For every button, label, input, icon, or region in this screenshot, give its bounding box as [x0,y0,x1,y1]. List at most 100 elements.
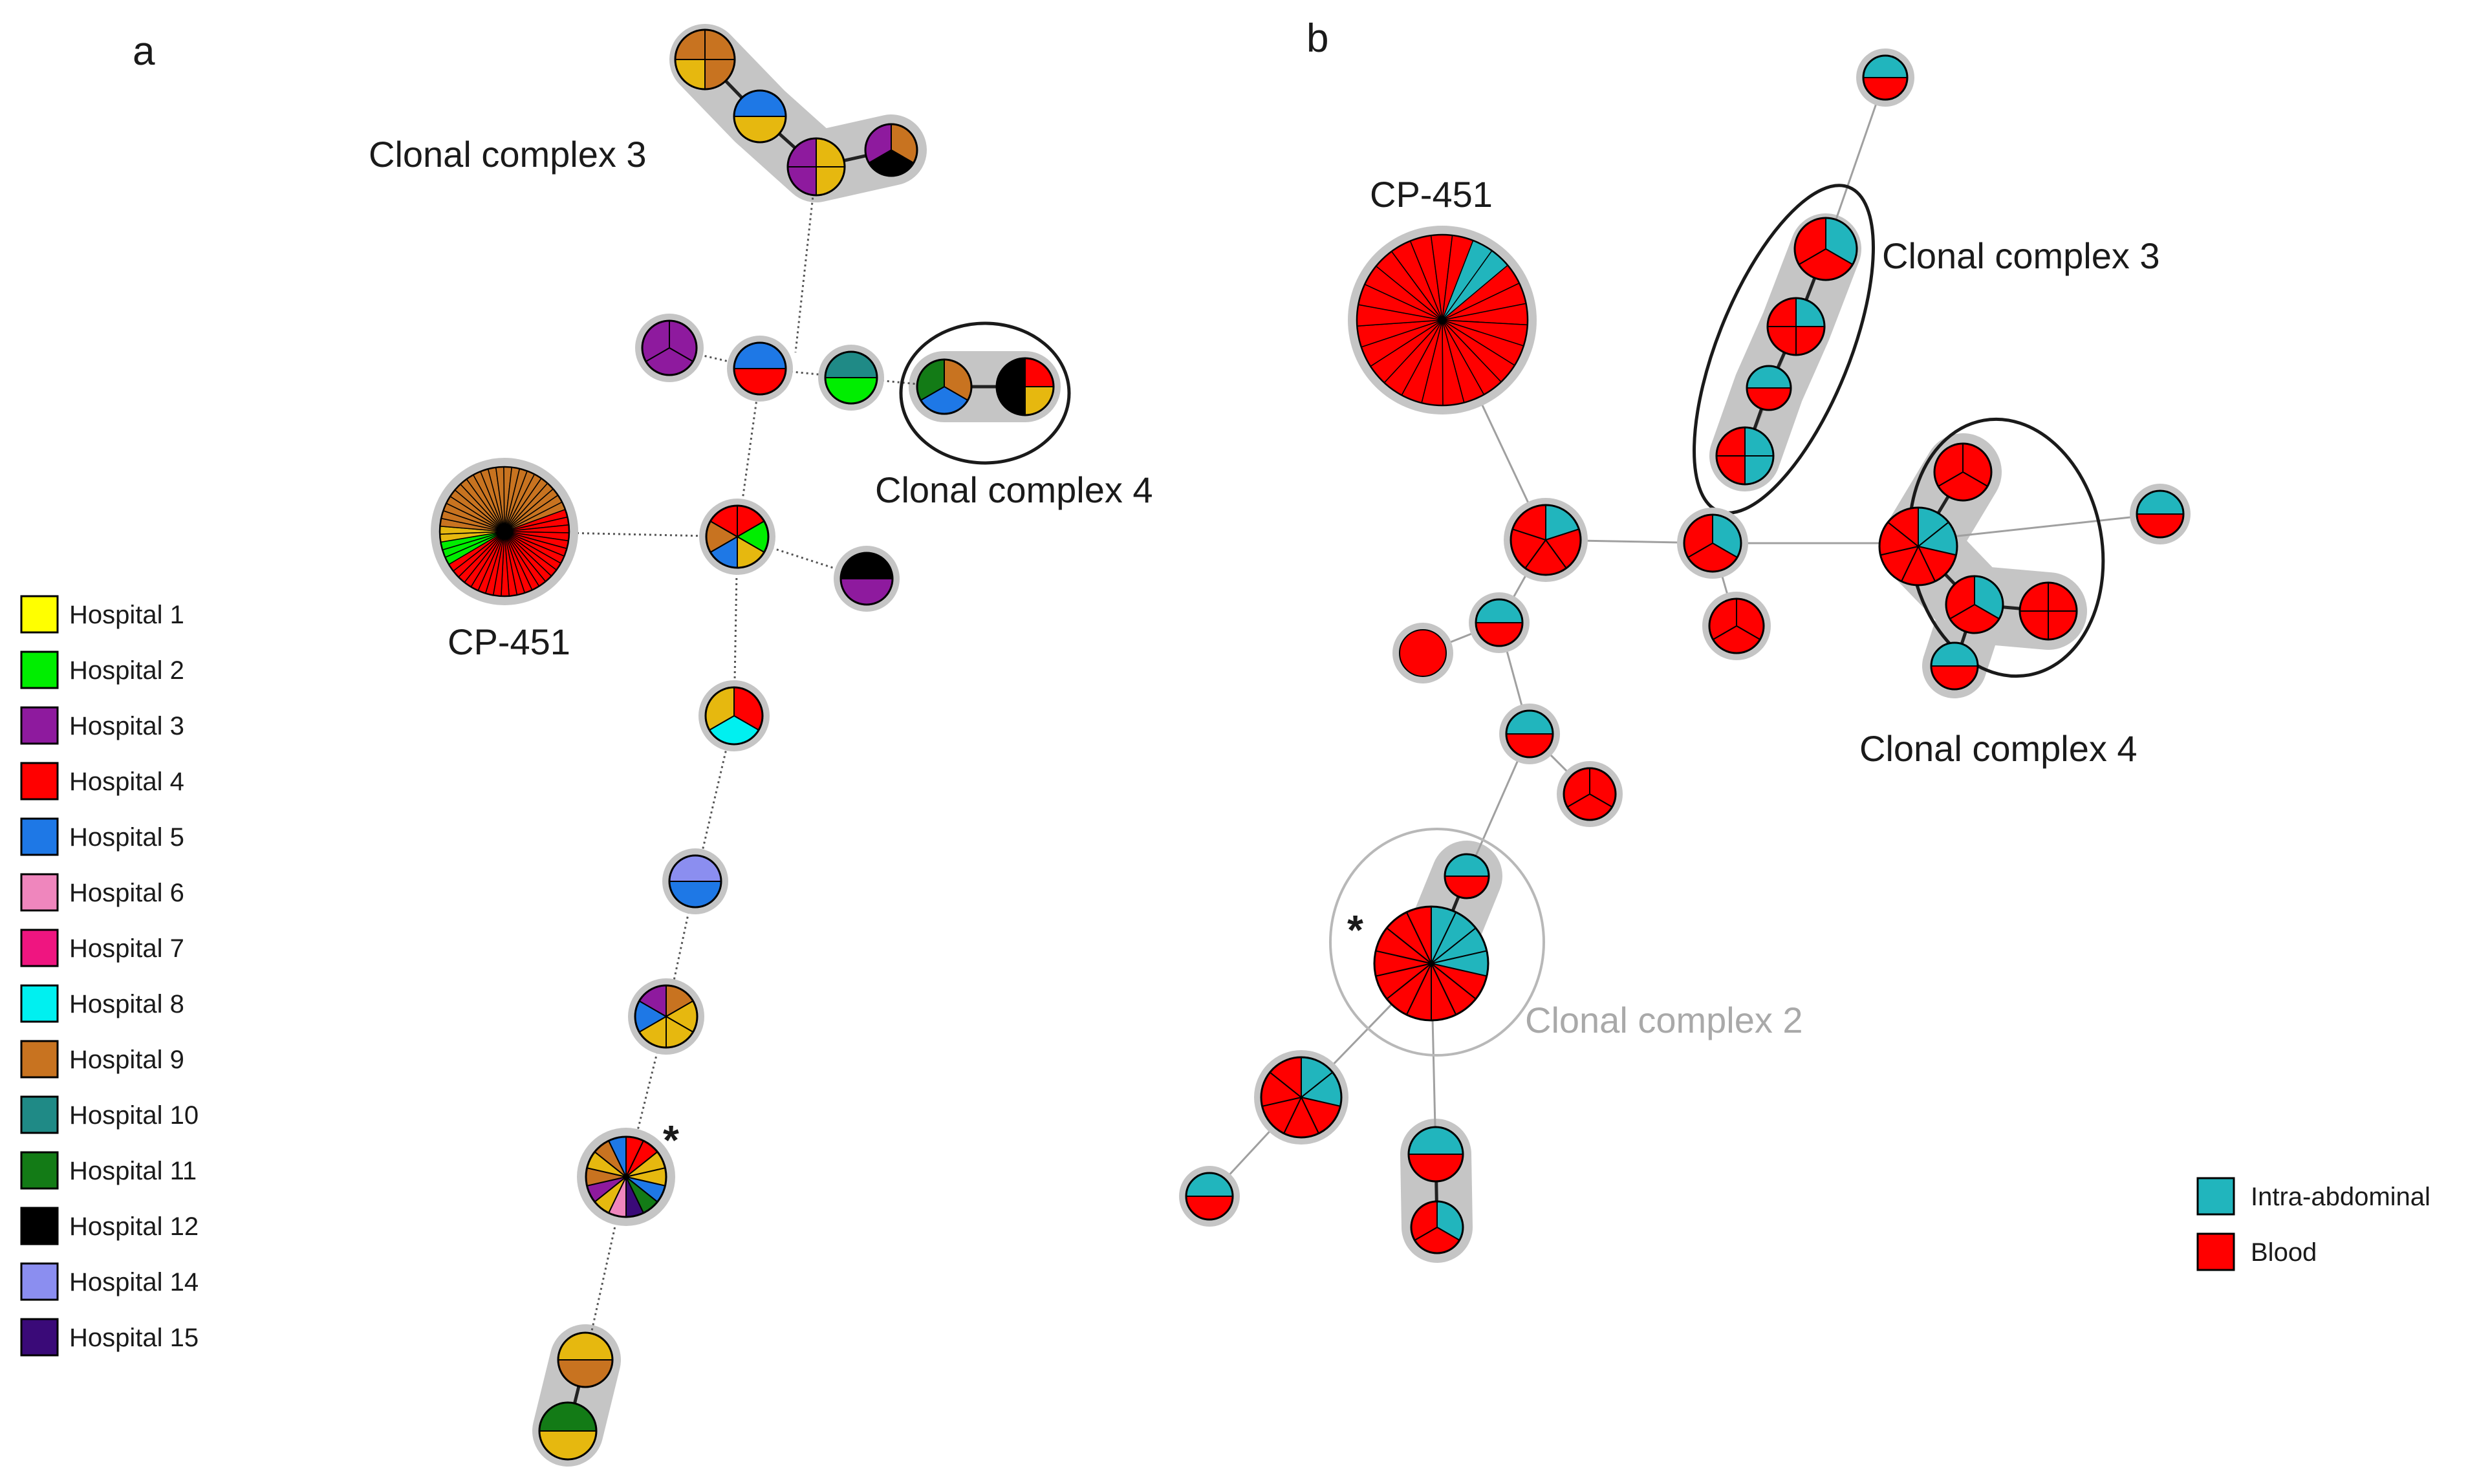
legend-label: Hospital 14 [69,1268,199,1296]
panel-b-node-blue-red-2 [1499,704,1560,764]
panel-b-node-cc4-2 [1878,506,1958,586]
panel-a-node-teal-green [818,345,884,411]
panel-b-node-cc2-small [1444,853,1490,899]
panel-a-star: * [663,1117,679,1163]
panel-b-node-bottom-2-outline [1410,1200,1464,1254]
legend-label: Hospital 5 [69,823,184,852]
legend-swatch-hospital-11 [20,1151,59,1190]
panel-b-node-cc4-3 [1945,575,2004,634]
panel-a-node-cc3-4 [864,123,918,177]
panel-b-node-hub-1-outline [1510,504,1582,576]
panel-b-node-cc4-5 [1930,641,1979,691]
panel-b-node-right [2130,484,2191,544]
panel-b-node-low-left [1179,1166,1240,1227]
panel-a-node-teal-green-outline [824,350,878,405]
panel-b-node-bottom-1 [1407,1126,1464,1183]
panel-a-node-bottom-2 [538,1401,598,1461]
panel-a-node-cc4-1-outline [916,358,973,415]
legend-swatch-intra-abdominal [2196,1177,2235,1216]
panel-b-node-blue-red-1 [1469,592,1530,653]
panel-b-node-cc4-4-outline [2019,581,2078,641]
panel-a-node-red-blue-outline [733,341,787,396]
legend-swatch-hospital-9 [20,1040,59,1079]
legend-swatch-hospital-6 [20,873,59,912]
panel-b-node-red-4-outline [1563,767,1617,821]
panel-b-node-cc3-3 [1746,365,1792,411]
panel-a-letter: a [133,29,155,74]
panel-a-cc4-ellipse [899,321,1071,465]
legend-swatch-hospital-5 [20,817,59,856]
panel-b-node-red-3 [1702,592,1771,660]
panel-a-node-cc4-2-outline [995,357,1055,416]
panel-b-node-low-left-outline [1185,1172,1234,1221]
panel-b-node-hub-2-outline [1683,513,1742,573]
panel-b-letter: b [1306,16,1328,61]
legend-swatch-hospital-10 [20,1095,59,1134]
panel-b-cc4-label: Clonal complex 4 [1859,728,2138,769]
panel-b-node-cc3-1-outline [1793,217,1858,281]
legend-label: Hospital 8 [69,990,184,1018]
panel-a-node-cc3-4-outline [864,123,918,177]
panel-b-node-red-4 [1557,761,1623,827]
panel-b-node-cc2-main [1373,905,1489,1022]
panel-b-node-cc4-1-outline [1933,442,1993,502]
panel-a-node-cc3-1 [674,28,736,91]
panel-a-node-mixed-3-outline [634,984,698,1049]
panel-b-node-cc4-1 [1933,442,1993,502]
panel-b-node-hub-1 [1504,498,1588,582]
panel-b-cc3-label: Clonal complex 3 [1882,235,2160,276]
panel-a-node-cc4-2 [995,357,1055,416]
panel-b-node-cc3-2 [1766,297,1826,356]
legend-swatch-hospital-12 [20,1207,59,1245]
legend-swatch-hospital-14 [20,1262,59,1301]
panel-b-node-red-left [1392,623,1453,683]
panel-a-node-purple-black [834,546,900,612]
legend-label: Intra-abdominal [2251,1183,2430,1211]
panel-a-node-mixed-3 [628,978,704,1055]
legend-swatch-blood [2196,1232,2235,1271]
panel-a-node-mixed-star-outline [585,1135,667,1218]
panel-a-cp451-label: CP-451 [448,621,570,662]
panel-b-node-cc2-main-outline [1373,905,1489,1022]
legend-label: Hospital 1 [69,601,184,629]
panel-a-labels: a Clonal complex 3 Clonal complex 4 CP-4… [133,29,1153,1163]
legend-swatch-hospital-8 [20,984,59,1023]
panel-a-node-cc3-3-outline [786,137,846,197]
panel-a-node-mixed-2 [698,680,770,751]
panel-b-node-cp451 [1348,226,1537,414]
legend-label: Hospital 10 [69,1101,199,1130]
panel-a-edge [794,166,817,353]
panel-b-node-bottom-1-outline [1407,1126,1464,1183]
panel-b-node-cp451-outline [1356,233,1529,407]
panel-b-node-cc3-4-outline [1715,426,1775,486]
panel-a-cc4-label: Clonal complex 4 [875,469,1153,510]
legend-label: Hospital 6 [69,879,184,907]
panel-a-node-mixed-2-outline [704,686,764,746]
panel-b-node-cc4-5-outline [1930,641,1979,691]
panel-b-node-cc2-small-outline [1444,853,1490,899]
panel-b-cc2-label: Clonal complex 2 [1525,1000,1803,1040]
panel-a-node-cp451 [431,458,578,605]
legend-swatch-hospital-7 [20,929,59,967]
panel-a-node-cc3-1-outline [674,28,736,91]
panel-a-node-purple-black-outline [839,552,894,606]
panel-b-node-low-1 [1254,1050,1348,1145]
panel-b-node-red-left-slice [1399,629,1447,677]
panel-b-node-cc3-2-outline [1766,297,1826,356]
legend-swatch-hospital-15 [20,1318,59,1357]
panel-b-node-top-outline [1862,54,1909,101]
panel-b-node-right-outline [2136,489,2185,539]
panel-a-edge [733,536,739,716]
panel-a-node-red-blue [727,336,793,402]
legend-label: Hospital 3 [69,712,184,740]
panel-a-node-mixed-1 [699,499,775,575]
panel-a-node-cc3-3 [786,137,846,197]
panel-a-node-mixed-1-outline [705,504,770,569]
legend-swatch-hospital-2 [20,651,59,689]
legend-label: Hospital 7 [69,934,184,963]
panel-a-node-bottom-1-outline [557,1331,614,1388]
panel-a-node-purple-outline [641,319,698,376]
panel-b-node-bottom-2 [1410,1200,1464,1254]
panel-a-edge [737,535,867,580]
